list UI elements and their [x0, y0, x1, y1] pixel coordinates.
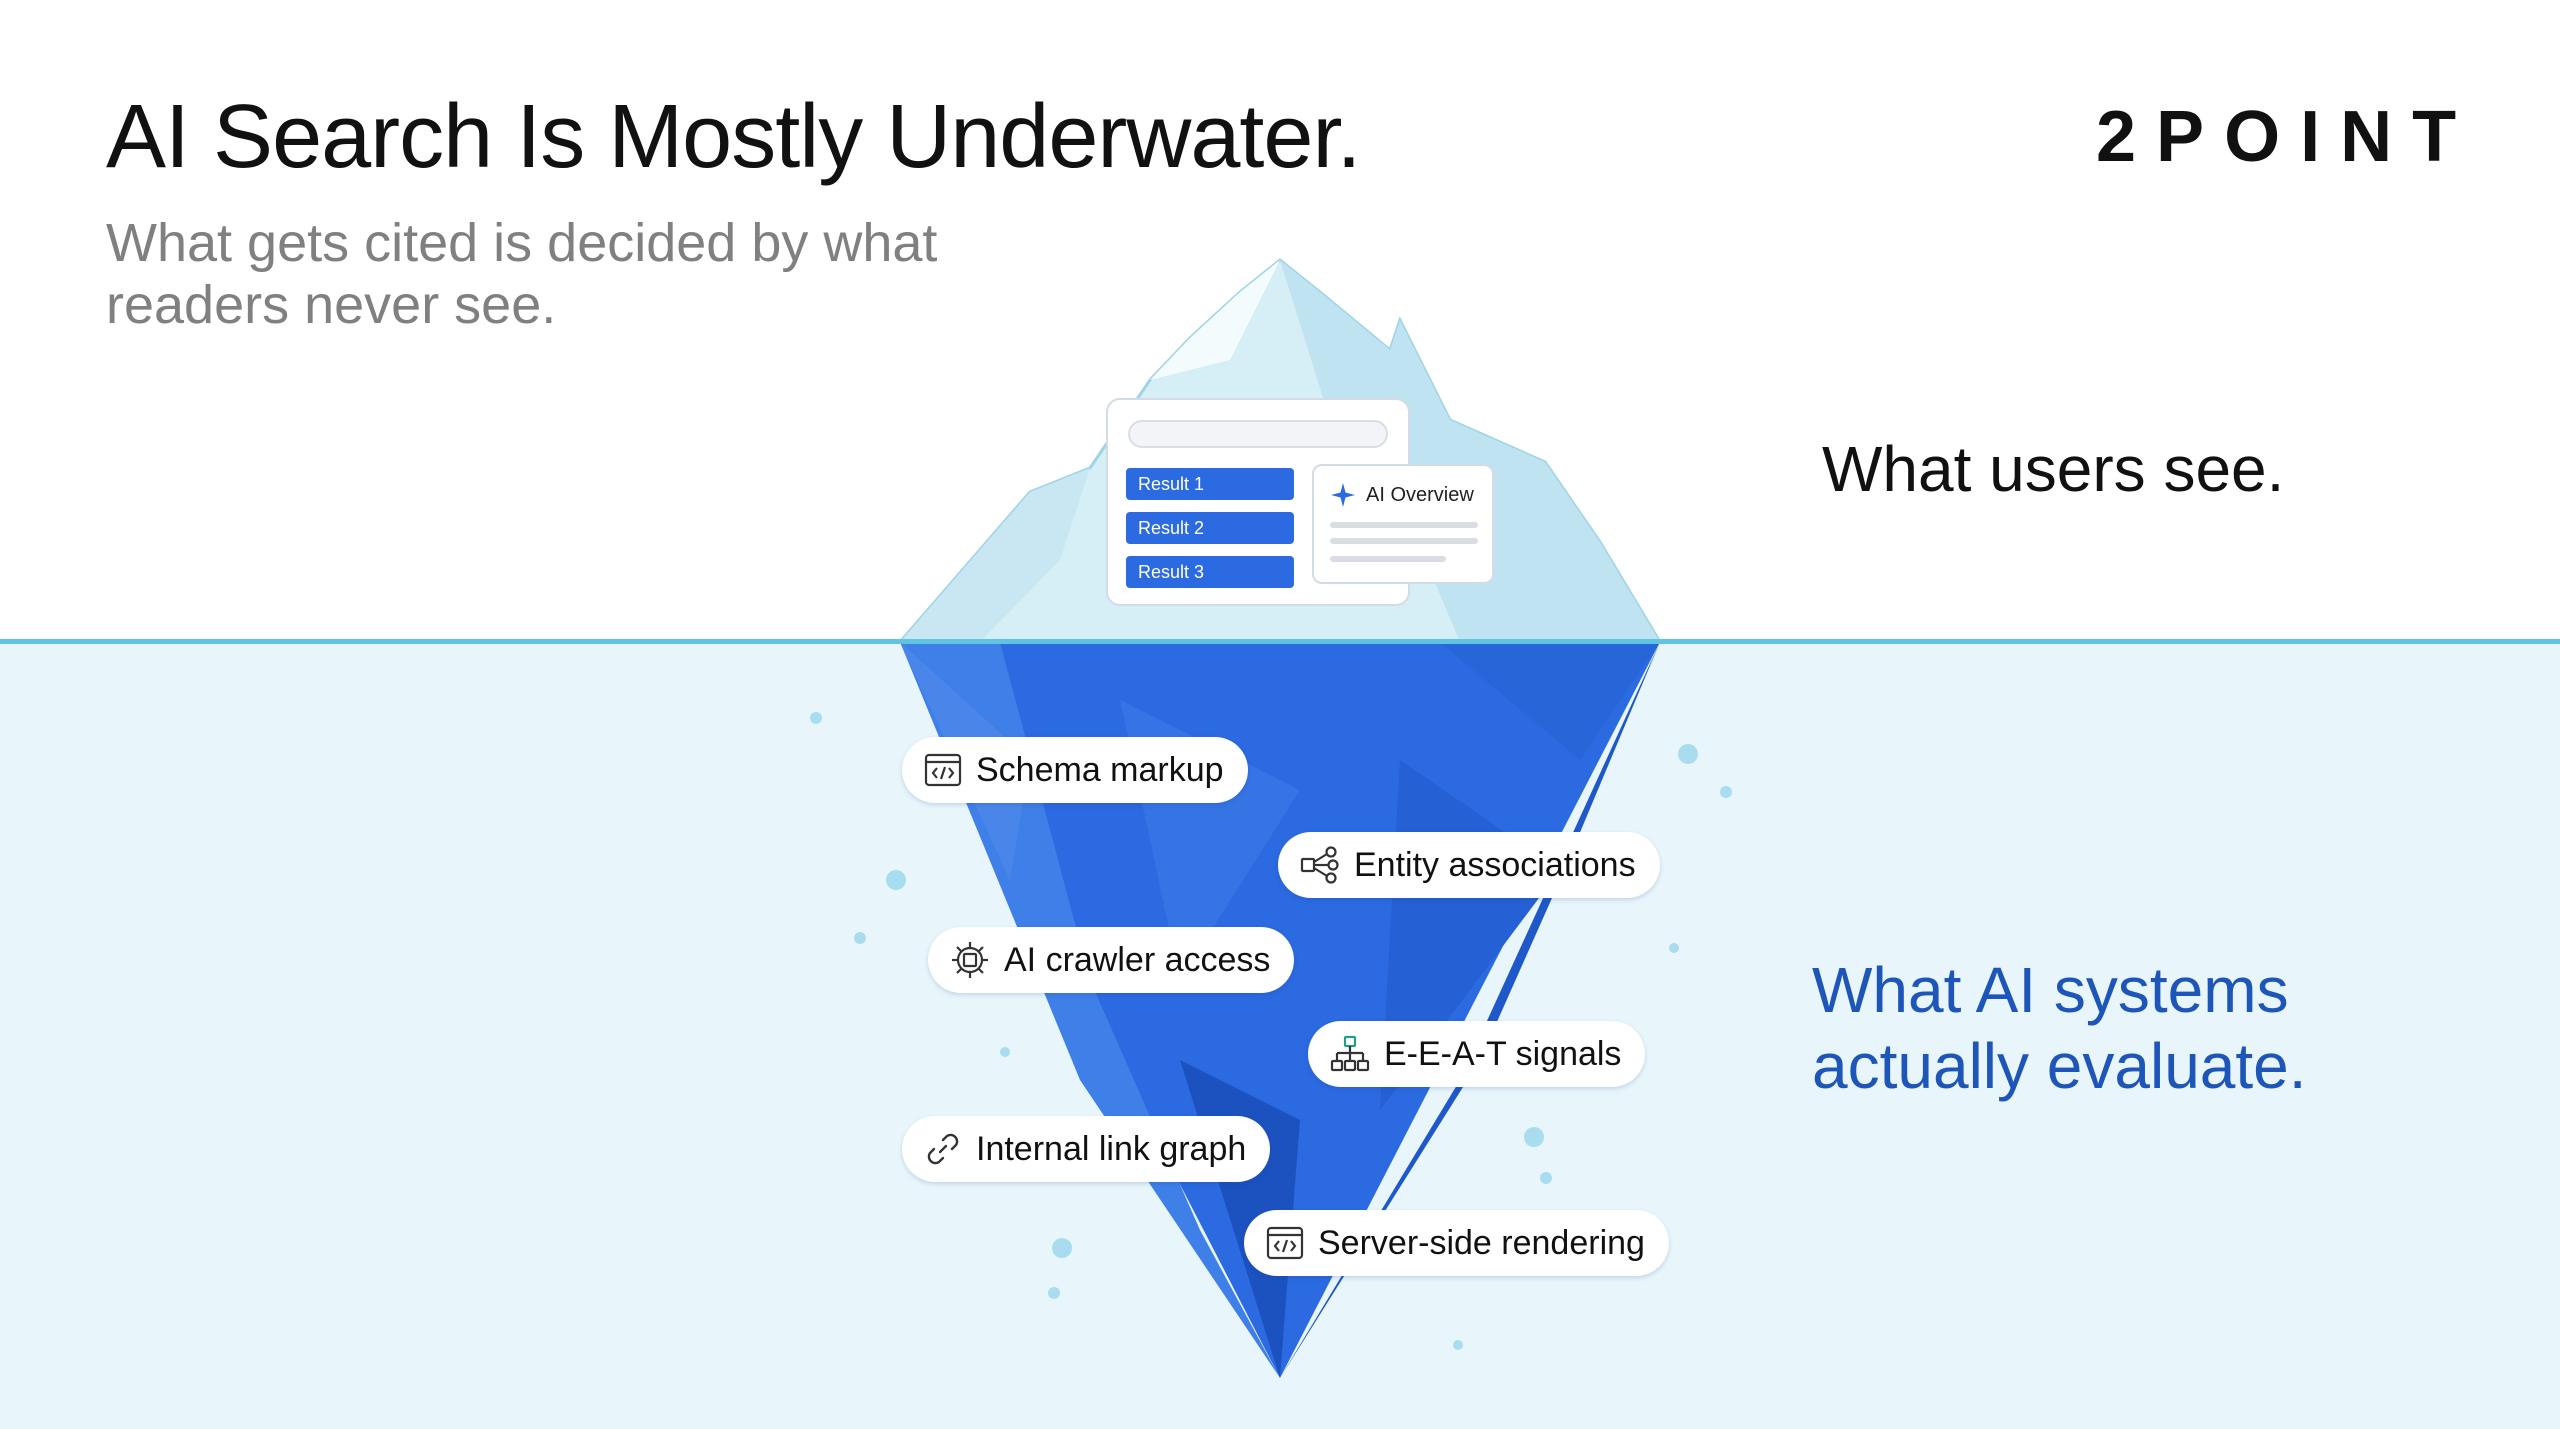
text-line-placeholder — [1330, 556, 1446, 562]
page-title: AI Search Is Mostly Underwater. — [106, 87, 1361, 187]
factor-pill-server-side-rendering: Server-side rendering — [1244, 1210, 1669, 1276]
text-line-placeholder — [1330, 522, 1478, 528]
code-window-icon — [1266, 1226, 1304, 1260]
sparkle-icon — [1331, 483, 1355, 507]
gear-chip-icon — [952, 942, 988, 978]
factor-pill-eeat-signals: E-E-A-T signals — [1308, 1021, 1646, 1087]
hierarchy-icon — [1330, 1035, 1370, 1072]
factor-pill-entity-associations: Entity associations — [1278, 832, 1660, 898]
result-item: Result 2 — [1126, 512, 1294, 544]
link-icon — [927, 1133, 959, 1165]
result-item: Result 1 — [1126, 468, 1294, 500]
factor-label: Schema markup — [976, 750, 1224, 789]
factor-pill-ai-crawler-access: AI crawler access — [928, 927, 1295, 993]
underwater-caption: What AI systems actually evaluate. — [1812, 954, 2307, 1102]
text-line-placeholder — [1330, 538, 1478, 544]
surface-caption: What users see. — [1822, 433, 2285, 505]
factor-label: E-E-A-T signals — [1384, 1034, 1622, 1073]
brand-logo: 2POINT — [2096, 97, 2477, 177]
share-nodes-icon — [1300, 846, 1339, 884]
search-results-mock: Result 1 Result 2 Result 3 — [1106, 398, 1410, 606]
ai-overview-card: AI Overview — [1312, 464, 1494, 584]
search-bar-mock — [1128, 420, 1388, 448]
page-subtitle: What gets cited is decided by what reade… — [106, 213, 938, 335]
bubbles — [810, 712, 1732, 1350]
factor-pill-internal-link-graph: Internal link graph — [902, 1116, 1271, 1182]
factor-pill-schema-markup: Schema markup — [902, 737, 1248, 803]
factor-label: Internal link graph — [976, 1129, 1247, 1168]
factor-label: Server-side rendering — [1318, 1223, 1645, 1262]
factor-label: Entity associations — [1354, 845, 1636, 884]
waterline — [0, 639, 2560, 644]
code-window-icon — [924, 753, 962, 787]
factor-label: AI crawler access — [1004, 940, 1271, 979]
ai-overview-label: AI Overview — [1366, 484, 1474, 506]
result-item: Result 3 — [1126, 556, 1294, 588]
